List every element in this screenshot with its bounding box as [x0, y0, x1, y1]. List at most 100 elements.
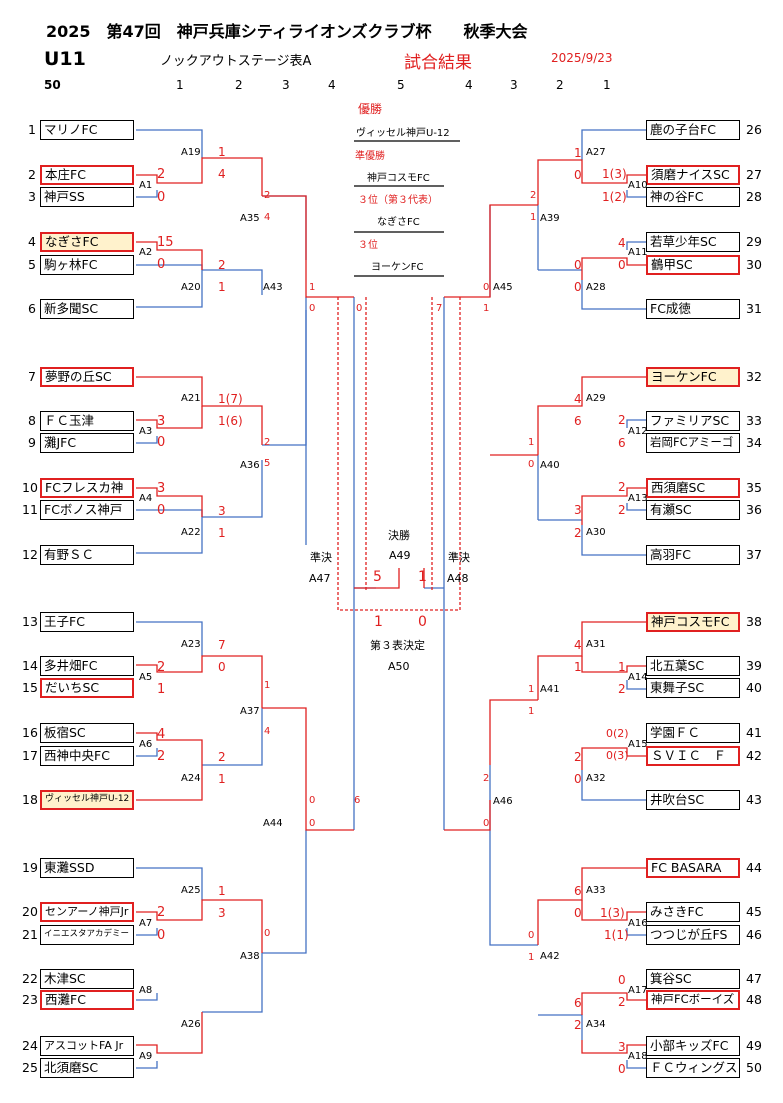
team-box: 木津SC	[40, 969, 134, 989]
score: 1(2)	[602, 190, 627, 204]
runner-up-team: 神戸コスモFC	[367, 173, 430, 184]
team-box: 岩岡FCアミーゴ	[646, 433, 740, 453]
score: 1(3)	[602, 167, 627, 181]
team-box: ヨーケンFC	[646, 367, 740, 387]
team-number: 17	[22, 748, 38, 763]
team-number: 16	[22, 725, 38, 740]
score: 4	[157, 727, 166, 742]
team-box: 鶴甲SC	[646, 255, 740, 275]
team-number: 18	[22, 792, 38, 807]
score: 0	[157, 435, 166, 450]
team-number: 4	[28, 234, 36, 249]
team-number: 36	[746, 502, 762, 517]
score: 0	[309, 303, 316, 314]
score: 6	[354, 795, 361, 806]
team-box: FCフレスカ神戸	[40, 478, 134, 498]
final-score-right: 1	[418, 569, 427, 585]
team-box: 高羽FC	[646, 545, 740, 565]
match-label: A32	[586, 773, 606, 784]
score: 0(3)	[606, 749, 629, 762]
team-number: 1	[28, 122, 36, 137]
match-label: A29	[586, 393, 606, 404]
round-l2: 2	[235, 78, 243, 92]
score: 3	[157, 481, 166, 496]
team-number: 8	[28, 413, 36, 428]
score: 1	[574, 146, 582, 160]
score: 1	[528, 684, 535, 695]
team-number: 46	[746, 927, 762, 942]
score: 0	[157, 190, 166, 205]
match-label: A23	[181, 639, 201, 650]
score: 2	[574, 526, 582, 540]
team-box: 王子FC	[40, 612, 134, 632]
category-label: U11	[44, 48, 86, 70]
team-number: 15	[22, 680, 38, 695]
score: 1(3)	[600, 906, 625, 920]
match-label: A45	[493, 282, 513, 293]
score: 3	[218, 906, 226, 920]
match-label: A5	[139, 672, 153, 683]
score: 2	[574, 750, 582, 764]
match-label: A10	[628, 180, 648, 191]
team-number: 31	[746, 301, 762, 316]
team-box: FCボノス神戸	[40, 500, 134, 520]
score: 0	[483, 818, 490, 829]
score: 2	[218, 750, 226, 764]
team-box: 有瀬SC	[646, 500, 740, 520]
match-label: A35	[240, 213, 260, 224]
match-label: A4	[139, 493, 153, 504]
third-team: ヨーケンFC	[371, 262, 424, 273]
team-box: 西須磨SC	[646, 478, 740, 498]
team-box: 神戸SS	[40, 187, 134, 207]
team-box: 神戸FCボーイズ	[646, 990, 740, 1010]
round-r3: 3	[510, 78, 518, 92]
team-box: 井吹台SC	[646, 790, 740, 810]
score: 1(7)	[218, 392, 243, 406]
team-box: 小部キッズFC	[646, 1036, 740, 1056]
team-box: 若草少年SC	[646, 232, 740, 252]
team-box: 東舞子SC	[646, 678, 740, 698]
team-number: 3	[28, 189, 36, 204]
match-label: A34	[586, 1019, 606, 1030]
team-number: 48	[746, 992, 762, 1007]
score: 0	[574, 280, 582, 294]
team-box: 夢野の丘SC	[40, 367, 134, 387]
team-box: 西神中央FC	[40, 746, 134, 766]
match-label: A16	[628, 918, 648, 929]
score: 2	[483, 773, 490, 784]
match-label: A22	[181, 527, 201, 538]
match-label: A1	[139, 180, 153, 191]
champion-team: ヴィッセル神戸U-12	[356, 128, 450, 139]
team-number: 34	[746, 435, 762, 450]
team-number: 35	[746, 480, 762, 495]
team-number: 45	[746, 904, 762, 919]
match-label: A38	[240, 951, 260, 962]
score: 1	[528, 706, 535, 717]
team-box: 神戸コスモFC	[646, 612, 740, 632]
team-number: 28	[746, 189, 762, 204]
tournament-title: 2025 第47回 神戸兵庫シティライオンズクラブ杯 秋季大会	[46, 22, 528, 41]
match-label: A19	[181, 147, 201, 158]
team-box: 神の谷FC	[646, 187, 740, 207]
score: 4	[574, 392, 582, 406]
date-label: 2025/9/23	[551, 51, 613, 65]
third-decider-label: 第３表決定	[370, 639, 425, 652]
third-score-left: 1	[374, 614, 383, 630]
score: 3	[618, 1040, 626, 1054]
score: 1	[157, 682, 166, 697]
match-label: A8	[139, 985, 153, 996]
team-box: 多井畑FC	[40, 656, 134, 676]
semi-match-left: A47	[309, 572, 331, 585]
team-number: 26	[746, 122, 762, 137]
score: 2	[618, 995, 626, 1009]
round-total: 50	[44, 78, 61, 92]
score: 1	[528, 952, 535, 963]
score: 4	[618, 236, 626, 250]
score: 2	[157, 167, 166, 182]
round-r1: 1	[603, 78, 611, 92]
team-box: 北須磨SC	[40, 1058, 134, 1078]
team-box: 板宿SC	[40, 723, 134, 743]
team-box: FC BASARA	[646, 858, 740, 878]
score: 0	[618, 973, 626, 987]
score: 2	[264, 437, 271, 448]
